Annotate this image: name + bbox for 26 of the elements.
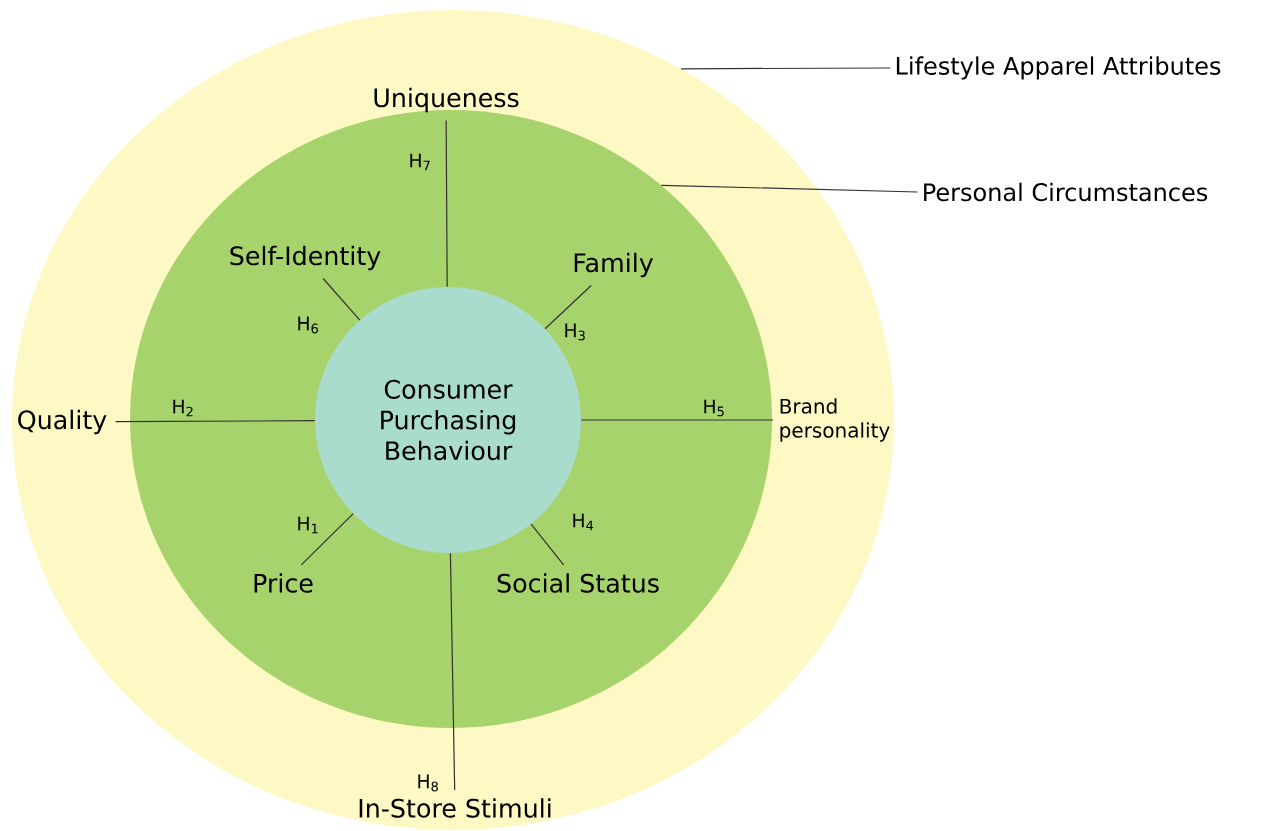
connector-line — [530, 523, 565, 566]
layer-label: Personal Circumstances — [924, 182, 1208, 202]
connector-line — [449, 552, 456, 791]
edge-label: H$_{8}$ — [418, 774, 438, 792]
factor-label: Family — [574, 252, 654, 278]
connector-line — [544, 284, 592, 330]
connector-line — [300, 513, 354, 566]
connector-line — [322, 277, 361, 321]
edge-label: H$_{2}$ — [173, 399, 193, 417]
edge-label: H$_{5}$ — [704, 399, 724, 417]
factor-label: Quality — [18, 409, 107, 435]
factor-label: Price — [254, 573, 313, 593]
leader-line — [680, 67, 891, 70]
leader-line — [660, 184, 919, 193]
connector-line — [445, 119, 448, 288]
factor-label: Uniqueness — [374, 87, 519, 113]
layer-label: Lifestyle Apparel Attributes — [896, 56, 1221, 80]
edge-label: H$_{6}$ — [298, 316, 318, 334]
factor-label: Self-Identity — [230, 245, 381, 271]
factor-label: Social Status — [497, 573, 659, 593]
factor-label: In-Store Stimuli — [359, 798, 551, 818]
edge-label: H$_{1}$ — [298, 516, 318, 534]
connector-line — [114, 420, 316, 423]
factor-label: Brand personality — [780, 398, 890, 442]
edge-label: H$_{7}$ — [410, 153, 430, 171]
connector-line — [580, 419, 774, 421]
